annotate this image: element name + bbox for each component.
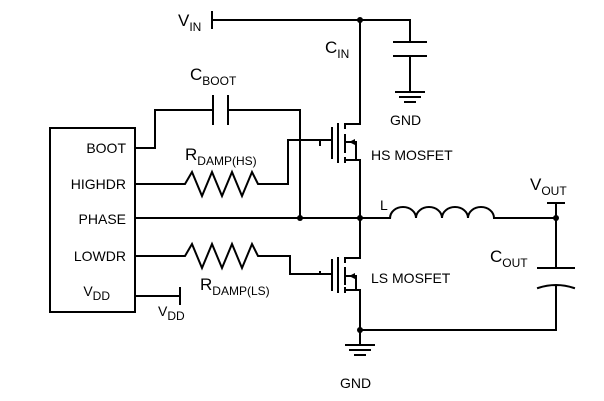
vout-label: VOUT	[530, 175, 567, 198]
rdamp-ls-label: RDAMP(LS)	[200, 275, 270, 298]
pin-boot-label: BOOT	[86, 140, 126, 156]
pin-lowdr-label: LOWDR	[74, 248, 126, 264]
hs-mosfet-label: HS MOSFET	[371, 147, 453, 163]
inductor-label: L	[380, 197, 388, 213]
driver-ic-body	[49, 127, 136, 313]
gnd-top-symbol	[395, 91, 425, 103]
pin-phase-label: PHASE	[79, 211, 126, 227]
gnd-bottom-symbol	[345, 344, 375, 356]
ls-drain-wire	[344, 217, 361, 259]
hs-mosfet-symbol	[319, 123, 357, 163]
cout-capacitor	[359, 217, 576, 331]
rdamp-hs-resistor	[134, 139, 321, 199]
ls-mosfet-symbol	[319, 257, 357, 293]
vin-terminal	[211, 11, 361, 29]
ls-mosfet-label: LS MOSFET	[371, 270, 451, 286]
pin-vdd-label: VDD	[83, 283, 110, 303]
cin-capacitor	[359, 19, 427, 93]
ground-node-dot	[357, 327, 363, 333]
cboot-label: CBOOT	[190, 65, 237, 88]
pin-highdr-label: HIGHDR	[71, 176, 126, 192]
cboot-capacitor	[212, 95, 229, 125]
hs-drain-wire	[344, 19, 361, 125]
hs-mosfet-arrow	[349, 139, 355, 145]
vin-label: VIN	[178, 11, 201, 34]
vdd-supply-terminal	[134, 287, 181, 305]
ls-mosfet-arrow	[349, 273, 355, 279]
vdd-supply-label: VDD	[158, 303, 185, 323]
inductor-l	[388, 206, 557, 220]
hs-source-wire	[344, 159, 361, 219]
gnd-top-label: GND	[390, 112, 421, 128]
cin-label: CIN	[325, 38, 349, 61]
boot-wire	[134, 109, 301, 219]
vout-terminal	[547, 202, 565, 219]
cout-label: COUT	[490, 247, 528, 270]
gnd-bottom-label: GND	[340, 375, 371, 391]
rdamp-hs-label: RDAMP(HS)	[185, 145, 257, 168]
phase-boot-node-dot	[297, 215, 303, 221]
rdamp-ls-resistor	[134, 241, 321, 275]
ls-source-wire	[344, 289, 361, 346]
